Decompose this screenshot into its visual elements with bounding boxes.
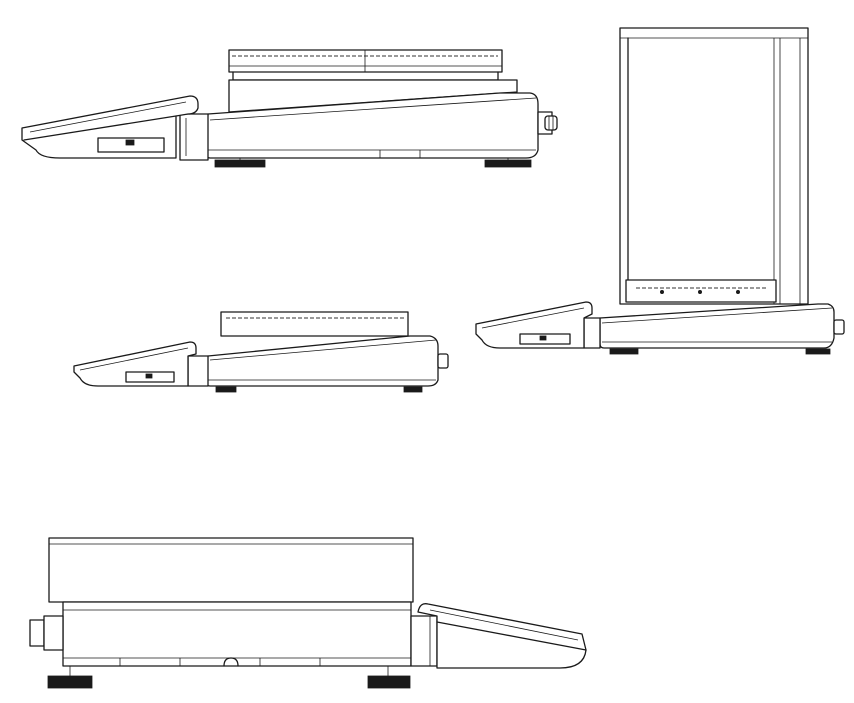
display-terminal — [73, 341, 197, 387]
display-terminal — [417, 603, 587, 669]
leveling-feet — [215, 386, 423, 393]
display-terminal — [475, 301, 593, 349]
leveling-feet — [47, 666, 411, 689]
side-view-large — [21, 49, 558, 168]
leveling-feet — [609, 348, 831, 355]
display-terminal — [21, 95, 199, 159]
balance-housing — [205, 335, 439, 387]
draft-shield — [619, 27, 809, 305]
rear-connector — [537, 111, 558, 135]
weighing-pan — [228, 49, 503, 81]
rear-connector — [29, 615, 64, 651]
balance-housing — [62, 601, 412, 667]
side-view-small — [73, 311, 449, 393]
side-view-with-draft-shield — [475, 27, 845, 355]
leveling-feet — [214, 158, 532, 168]
balance-housing — [599, 303, 835, 349]
side-view-mirrored — [29, 537, 587, 689]
weighing-pan — [48, 537, 414, 603]
weighing-pan — [220, 311, 409, 337]
